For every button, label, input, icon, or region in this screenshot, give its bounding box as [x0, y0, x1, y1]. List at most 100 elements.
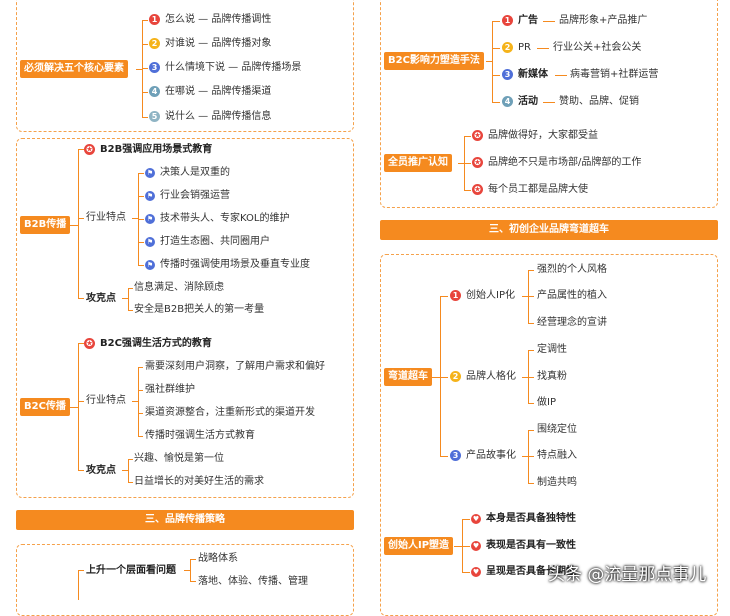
connector: [128, 288, 129, 310]
connector: [528, 403, 534, 404]
influence-rest-3: 病毒营销+社群运营: [570, 69, 659, 80]
connector: [528, 323, 534, 324]
overtake-banner: 三、初创企业品牌弯道超车: [380, 220, 718, 240]
heart-icon: ♥: [471, 514, 481, 524]
overtake-group-2-title: 品牌人格化: [466, 371, 516, 382]
connector: [132, 401, 138, 402]
heart-icon: ♥: [471, 567, 481, 577]
founder-ip-tag: 创始人IP塑造: [384, 537, 454, 555]
connector: [454, 546, 462, 547]
number-3-icon: 3: [450, 450, 461, 461]
connector: [492, 21, 500, 22]
all-staff-tag: 全员推广认知: [384, 154, 452, 172]
connector: [462, 546, 470, 547]
strategy-item-1: 战略体系: [198, 553, 238, 564]
overtake-group-3-title: 产品故事化: [466, 450, 516, 461]
overtake-group-3-item-1: 围绕定位: [537, 424, 577, 435]
connector: [138, 390, 143, 391]
core-item-2: 对谁说 — 品牌传播对象: [165, 38, 272, 49]
connector: [528, 377, 534, 378]
all-staff-item-3: 每个员工都是品牌大使: [488, 184, 588, 195]
connector: [492, 75, 500, 76]
connector: [138, 436, 143, 437]
number-1-icon: 1: [450, 290, 461, 301]
connector: [184, 570, 190, 571]
overtake-group-2-item-1: 定调性: [537, 344, 567, 355]
number-3-icon: 3: [149, 62, 160, 73]
connector: [70, 407, 78, 408]
number-5-icon: 5: [149, 111, 160, 122]
connector: [138, 265, 144, 266]
connector: [78, 343, 79, 470]
connector: [128, 459, 133, 460]
b2b-feature-2: 行业会销强运营: [160, 190, 230, 201]
connector: [492, 21, 493, 102]
number-2-icon: 2: [502, 42, 513, 53]
connector: [78, 401, 84, 402]
founder-ip-item-3: 呈现是否具备长期性: [486, 566, 576, 577]
connector: [522, 456, 528, 457]
number-3-icon: 3: [502, 69, 513, 80]
overtake-group-1-item-2: 产品属性的植入: [537, 290, 607, 301]
connector: [138, 173, 144, 174]
b2b-feature-4: 打造生态圈、共同圈用户: [160, 236, 270, 247]
connector: [190, 581, 196, 582]
influence-rest-4: 赞助、品牌、促销: [559, 96, 639, 107]
core-item-4: 在哪说 — 品牌传播渠道: [165, 86, 272, 97]
connector: [528, 483, 534, 484]
b2b-tag: B2B传播: [20, 216, 71, 234]
connector: [543, 102, 555, 103]
b2c-feature-2: 强社群维护: [145, 384, 195, 395]
connector: [78, 149, 79, 298]
number-1-icon: 1: [502, 15, 513, 26]
b2b-feature-5: 传播时强调使用场景及垂直专业度: [160, 259, 310, 270]
connector: [537, 48, 549, 49]
founder-ip-item-2: 表现是否具有一致性: [486, 540, 576, 551]
connector: [78, 470, 84, 471]
connector: [122, 470, 128, 471]
flag-icon: ⚑: [145, 168, 155, 178]
connector: [78, 343, 84, 344]
influence-key-4: 活动: [518, 96, 538, 107]
connector: [132, 218, 138, 219]
b2b-attack-label: 攻克点: [86, 293, 116, 304]
connector: [142, 20, 143, 118]
b2c-feature-3: 渠道资源整合，注重新形式的渠道开发: [145, 407, 315, 418]
all-staff-item-1: 品牌做得好，大家都受益: [488, 130, 598, 141]
connector: [528, 456, 534, 457]
b2c-attack-label: 攻克点: [86, 465, 116, 476]
connector: [432, 377, 440, 378]
strategy-banner: 三、品牌传播策略: [16, 510, 354, 530]
overtake-group-2-item-3: 做IP: [537, 397, 556, 408]
strategy-first-label: 上升一个层面看问题: [86, 565, 176, 576]
heart-icon: ♥: [471, 541, 481, 551]
connector: [528, 430, 534, 431]
number-1-icon: 1: [149, 14, 160, 25]
connector: [142, 92, 148, 93]
connector: [78, 149, 84, 150]
connector: [128, 482, 133, 483]
connector: [522, 377, 528, 378]
connector: [142, 68, 148, 69]
connector: [492, 48, 500, 49]
connector: [462, 519, 470, 520]
b2c-tag: B2C传播: [20, 398, 70, 416]
b2b-attack-1: 信息满足、消除顾虑: [134, 282, 224, 293]
star-icon: ✪: [472, 184, 483, 195]
core-item-5: 说什么 — 品牌传播信息: [165, 111, 272, 122]
connector: [486, 61, 492, 62]
flag-icon: ⚑: [145, 214, 155, 224]
connector: [440, 456, 448, 457]
b2c-feature-1: 需要深刻用户洞察，了解用户需求和偏好: [145, 361, 325, 372]
founder-ip-item-1: 本身是否具备独特性: [486, 513, 576, 524]
connector: [543, 21, 555, 22]
connector: [190, 559, 191, 581]
connector: [138, 196, 144, 197]
flag-icon: ⚑: [145, 260, 155, 270]
number-2-icon: 2: [450, 371, 461, 382]
connector: [142, 117, 148, 118]
connector: [78, 570, 84, 571]
connector: [136, 69, 142, 70]
number-2-icon: 2: [149, 38, 160, 49]
connector: [464, 163, 471, 164]
